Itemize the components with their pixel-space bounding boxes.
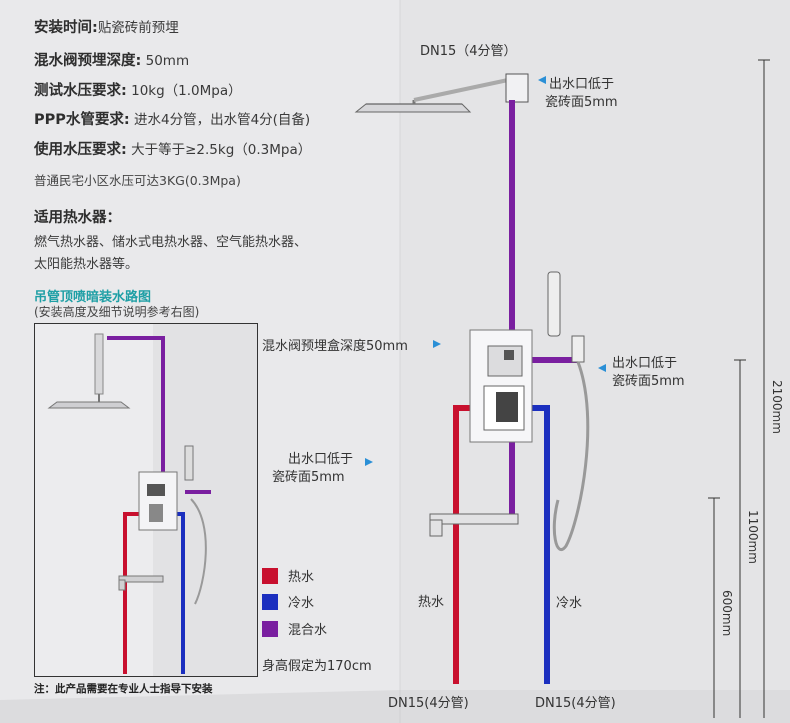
mixed-pipe-handheld <box>530 340 578 363</box>
handheld-shower-icon <box>547 271 590 551</box>
label-top-pipe: DN15（4分管） <box>420 44 517 59</box>
spec-test-pressure: 测试水压要求: 10kg（1.0Mpa） <box>34 79 242 100</box>
inset-drawing <box>47 324 257 676</box>
spec-value: 10kg（1.0Mpa） <box>131 83 242 99</box>
spec-value: 进水4分管，出水管4分(自备) <box>133 112 311 128</box>
spec-key: 使用水压要求: <box>34 142 127 158</box>
spec-note: 普通民宅小区水压可达3KG(0.3Mpa) <box>34 173 241 188</box>
label-bottom-right: DN15(4分管) <box>535 696 616 711</box>
spec-key: 测试水压要求: <box>34 83 127 99</box>
label-outlet-top-2: 瓷砖面5mm <box>545 95 618 110</box>
heater-line-2: 太阳能热水器等。 <box>34 257 139 272</box>
label-bottom-left: DN15(4分管) <box>388 696 469 711</box>
footnote: 注：此产品需要在专业人士指导下安装 <box>34 683 213 695</box>
heater-line-1: 燃气热水器、储水式电热水器、空气能热水器、 <box>34 235 308 250</box>
spec-value: 贴瓷砖前预埋 <box>97 20 179 36</box>
spec-value: 50mm <box>145 53 190 69</box>
legend-cold: 冷水 <box>262 592 314 611</box>
spec-key: PPP水管要求: <box>34 112 130 128</box>
dim-1100: 1100mm <box>746 510 760 564</box>
legend-label: 热水 <box>288 570 315 585</box>
legend-label: 混合水 <box>288 623 328 638</box>
spec-value: 大于等于≥2.5kg（0.3Mpa） <box>131 142 312 158</box>
cold-pipe <box>520 405 550 684</box>
spec-install-time: 安装时间:贴瓷砖前预埋 <box>34 16 179 37</box>
legend-swatch <box>262 567 278 584</box>
label-outlet-left-2: 瓷砖面5mm <box>272 470 345 485</box>
legend-label: 冷水 <box>288 596 315 611</box>
label-cold-pipe: 冷水 <box>556 596 583 611</box>
label-outlet-left-1: 出水口低于 <box>288 452 354 467</box>
inset-title: 吊管顶喷暗装水路图 <box>34 290 152 305</box>
legend-swatch <box>262 620 278 637</box>
mixing-valve-icon <box>469 329 533 443</box>
dimension-lines <box>708 59 770 718</box>
inset-diagram <box>34 323 258 677</box>
legend-swatch <box>262 593 278 610</box>
spec-use-pressure: 使用水压要求: 大于等于≥2.5kg（0.3Mpa） <box>34 138 311 159</box>
pointer-arrows <box>365 76 606 466</box>
spec-key: 安装时间: <box>34 20 98 36</box>
heater-title: 适用热水器： <box>34 210 121 226</box>
label-hot-pipe: 热水 <box>418 595 445 610</box>
label-height-note: 身高假定为170cm <box>262 659 372 674</box>
label-outlet-right-2: 瓷砖面5mm <box>612 374 685 389</box>
shower-head-icon <box>354 73 529 113</box>
label-outlet-top-1: 出水口低于 <box>549 77 615 92</box>
spec-embed-depth: 混水阀预埋深度: 50mm <box>34 49 189 70</box>
dim-600: 600mm <box>720 590 734 637</box>
label-outlet-right-1: 出水口低于 <box>612 356 678 371</box>
spec-key: 混水阀预埋深度: <box>34 53 142 69</box>
dim-2100: 2100mm <box>770 380 784 434</box>
label-valve-depth: 混水阀预埋盒深度50mm <box>262 339 408 354</box>
tub-spout-icon <box>429 513 519 537</box>
spec-pipe: PPP水管要求: 进水4分管，出水管4分(自备) <box>34 108 310 129</box>
hot-pipe <box>453 405 476 684</box>
legend-mixed: 混合水 <box>262 619 327 638</box>
inset-subtitle: (安装高度及细节说明参考右图) <box>34 305 200 319</box>
legend-hot: 热水 <box>262 566 314 585</box>
